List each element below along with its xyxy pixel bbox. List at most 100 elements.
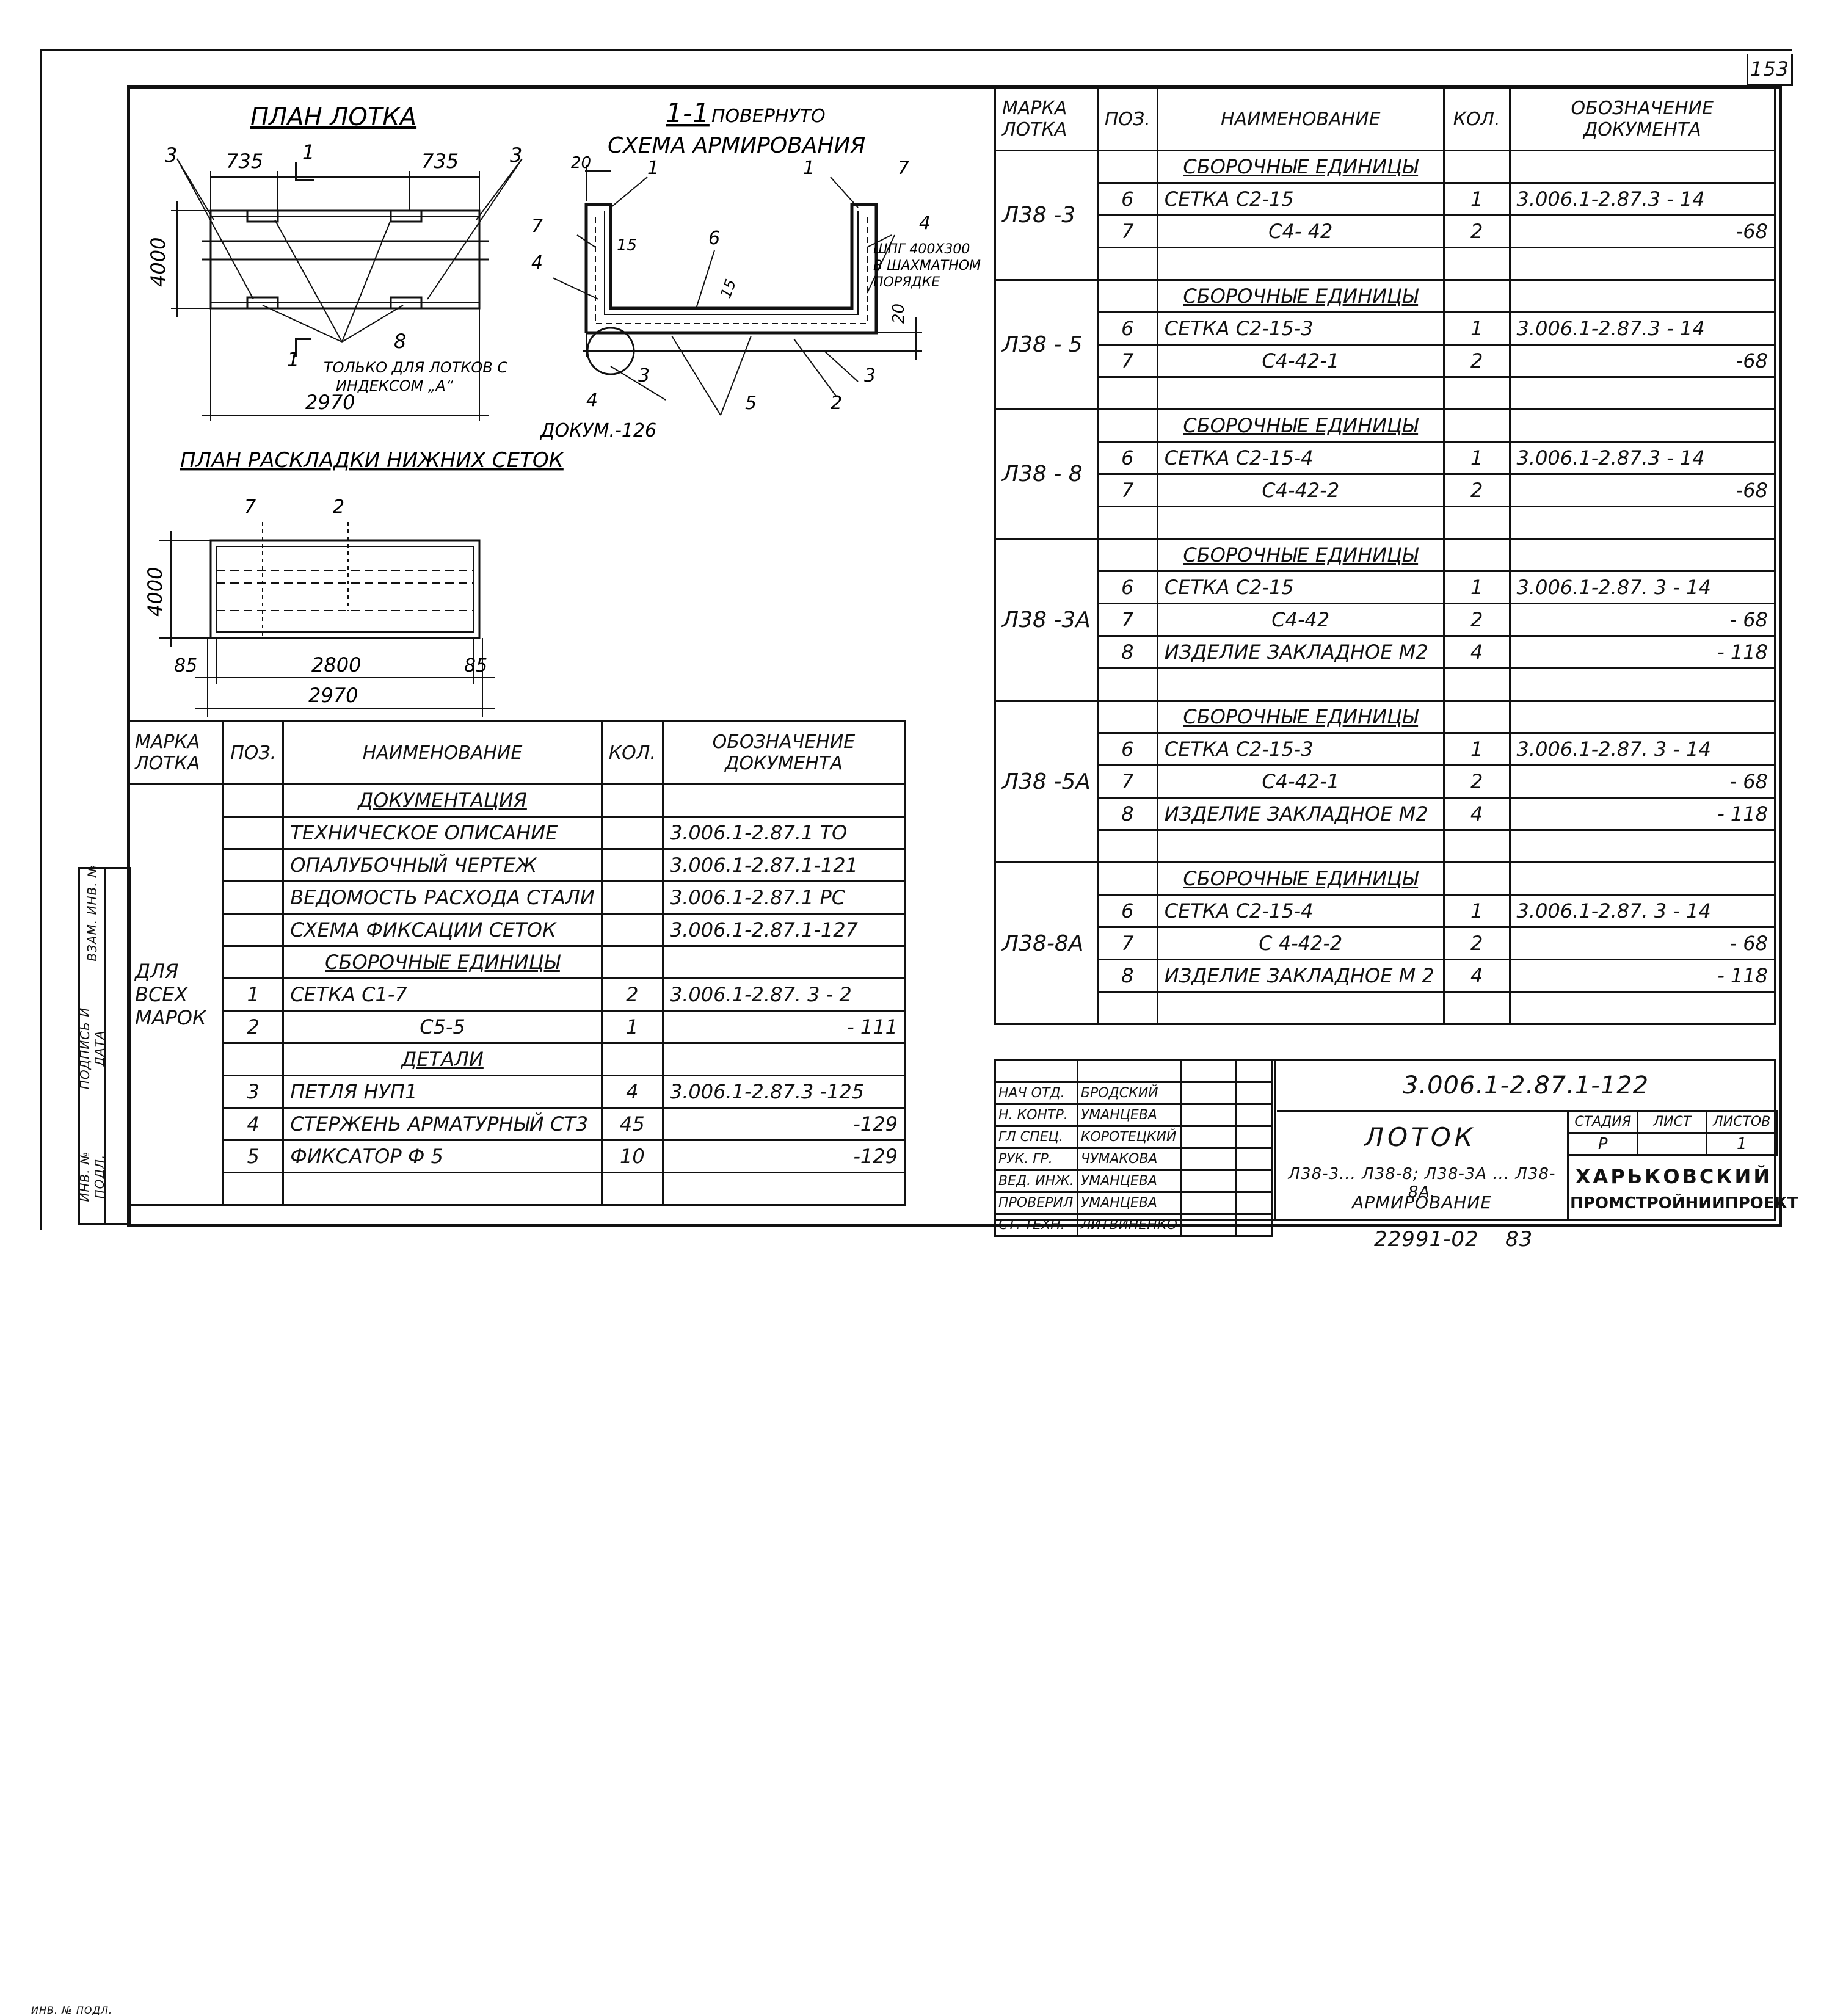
right-spec-doc: 3.006.1-2.87.3 - 14 bbox=[1508, 311, 1776, 346]
right-spec-pos: 7 bbox=[1096, 603, 1158, 637]
left-spec-row-blank bbox=[128, 1172, 906, 1206]
org-line1: Харьковский bbox=[1575, 1165, 1773, 1188]
mesh-plan-pos-7: 7 bbox=[244, 496, 256, 518]
right-spec-group-row: Л38 - 5Сборочные единицы bbox=[994, 279, 1776, 410]
right-spec-empty bbox=[1096, 247, 1158, 281]
right-spec-section: Сборочные единицы bbox=[1156, 279, 1445, 313]
right-spec-qty bbox=[1442, 408, 1511, 443]
right-spec-empty bbox=[1508, 376, 1776, 410]
right-spec-row: 6Сетка С2-15-413.006.1-2.87. 3 - 14 bbox=[995, 894, 1776, 928]
right-spec-header-pos: Поз. bbox=[1096, 87, 1158, 151]
left-spec-qty bbox=[600, 1042, 664, 1076]
right-spec-qty: 1 bbox=[1442, 570, 1511, 604]
people-row: ПроверилУманцева bbox=[994, 1191, 1273, 1215]
person-signature bbox=[1179, 1213, 1237, 1237]
left-spec-doc: 3.006.1-2.87.1-121 bbox=[661, 848, 906, 882]
person-date bbox=[1234, 1081, 1273, 1105]
outer-frame bbox=[40, 49, 1792, 1230]
right-spec-pos bbox=[1096, 861, 1158, 896]
left-spec-name: Фиксатор Ф 5 bbox=[282, 1139, 603, 1173]
right-spec-doc: - 68 bbox=[1508, 764, 1776, 799]
left-spec-pos: 5 bbox=[222, 1139, 285, 1173]
section-pos-7a: 7 bbox=[531, 216, 543, 237]
left-spec-qty bbox=[600, 913, 664, 947]
right-spec-name: С4-42-2 bbox=[1156, 473, 1445, 507]
person-name: Коротецкий bbox=[1076, 1125, 1182, 1149]
right-spec-name: Сетка С2-15-4 bbox=[1156, 441, 1445, 475]
right-spec-pos: 6 bbox=[1096, 441, 1158, 475]
section-pos-2: 2 bbox=[831, 393, 842, 414]
side-stamp-replace-label: Взам. инв. № bbox=[85, 864, 100, 962]
plan-drawing bbox=[171, 158, 523, 421]
right-spec-doc: -68 bbox=[1508, 344, 1776, 378]
right-spec-header-name: Наименование bbox=[1156, 87, 1445, 151]
right-spec-empty bbox=[1156, 247, 1445, 281]
left-spec-name: Техническое описание bbox=[282, 816, 603, 850]
right-spec-name: С4-42-1 bbox=[1156, 344, 1445, 378]
right-spec-empty bbox=[1442, 991, 1511, 1025]
left-spec-section-label: Документация bbox=[358, 789, 527, 812]
right-spec-qty: 2 bbox=[1442, 764, 1511, 799]
right-spec-section-label: Сборочные единицы bbox=[1183, 705, 1419, 728]
right-spec-empty bbox=[1508, 667, 1776, 702]
right-spec-pos: 6 bbox=[1096, 894, 1158, 928]
right-spec-row-blank bbox=[995, 667, 1776, 702]
right-spec-qty bbox=[1442, 538, 1511, 572]
left-spec-table: Марка лотка Поз. Наименование Кол. Обозн… bbox=[126, 720, 906, 1206]
left-spec-row: 5Фиксатор Ф 510-129 bbox=[128, 1139, 906, 1173]
left-spec-pos bbox=[222, 880, 285, 915]
right-spec-qty bbox=[1442, 279, 1511, 313]
sheets-value: 1 bbox=[1706, 1132, 1778, 1156]
right-spec-doc: 3.006.1-2.87.3 - 14 bbox=[1508, 441, 1776, 475]
side-stamp-inv: Инв. № подл. bbox=[31, 2004, 113, 2016]
right-spec-qty: 2 bbox=[1442, 344, 1511, 378]
right-spec-name: Сетка С2-15 bbox=[1156, 570, 1445, 604]
left-spec-doc: -129 bbox=[661, 1107, 906, 1141]
left-spec-row: Детали bbox=[128, 1042, 906, 1076]
right-spec-doc: -68 bbox=[1508, 214, 1776, 248]
right-spec-empty bbox=[1442, 667, 1511, 702]
drawings: План лотка 735 735 4000 2970 3 3 1 1 8 т… bbox=[144, 98, 981, 717]
right-spec-pos: 7 bbox=[1096, 926, 1158, 960]
left-spec-qty: 4 bbox=[600, 1075, 664, 1109]
right-spec-qty: 2 bbox=[1442, 603, 1511, 637]
right-spec-doc: 3.006.1-2.87.3 - 14 bbox=[1508, 182, 1776, 216]
right-spec-name: С4- 42 bbox=[1156, 214, 1445, 248]
person-role: Проверил bbox=[994, 1191, 1078, 1215]
right-spec-pos: 7 bbox=[1096, 764, 1158, 799]
mesh-plan-drawing bbox=[159, 522, 495, 717]
section-doc-ref: Докум.-126 bbox=[539, 420, 656, 441]
left-spec-header-pos: Поз. bbox=[222, 720, 285, 785]
left-spec-header-name: Наименование bbox=[282, 720, 603, 785]
right-spec-name: Изделие закладное М2 bbox=[1156, 797, 1445, 831]
right-spec-empty bbox=[1096, 829, 1158, 863]
plan-dim-right: 735 bbox=[421, 150, 459, 173]
right-spec-group-row: Л38-8аСборочные единицы bbox=[994, 861, 1776, 1025]
section-dim-15a: 15 bbox=[617, 236, 637, 255]
left-spec-qty: 10 bbox=[600, 1139, 664, 1173]
left-spec-body: Для всех марокДокументацияТехническое оп… bbox=[126, 783, 906, 1206]
right-spec-qty: 1 bbox=[1442, 311, 1511, 346]
left-spec-pos bbox=[222, 848, 285, 882]
left-spec-doc: 3.006.1-2.87.3 -125 bbox=[661, 1075, 906, 1109]
mesh-plan-pos-2: 2 bbox=[333, 496, 344, 518]
left-spec-qty bbox=[600, 816, 664, 850]
section-pos-7b: 7 bbox=[898, 158, 909, 179]
right-spec-qty bbox=[1442, 700, 1511, 734]
right-spec-qty: 1 bbox=[1442, 441, 1511, 475]
section-title: 1-1 bbox=[666, 98, 710, 129]
plan-pos-1b: 1 bbox=[287, 348, 299, 371]
right-spec-pos: 7 bbox=[1096, 473, 1158, 507]
right-spec-body: Л38 -3Сборочные единицы6Сетка С2-1513.00… bbox=[994, 150, 1776, 1025]
right-spec-section-label: Сборочные единицы bbox=[1183, 414, 1419, 437]
right-spec-name: Изделие закладное М2 bbox=[1156, 635, 1445, 669]
left-spec-empty bbox=[600, 1172, 664, 1206]
person-role: Нач отд. bbox=[994, 1081, 1078, 1105]
right-spec-row: 6Сетка С2-15-313.006.1-2.87. 3 - 14 bbox=[995, 732, 1776, 766]
right-spec-pos bbox=[1096, 700, 1158, 734]
organization: Харьковский Промстройниипроект bbox=[1570, 1165, 1798, 1213]
